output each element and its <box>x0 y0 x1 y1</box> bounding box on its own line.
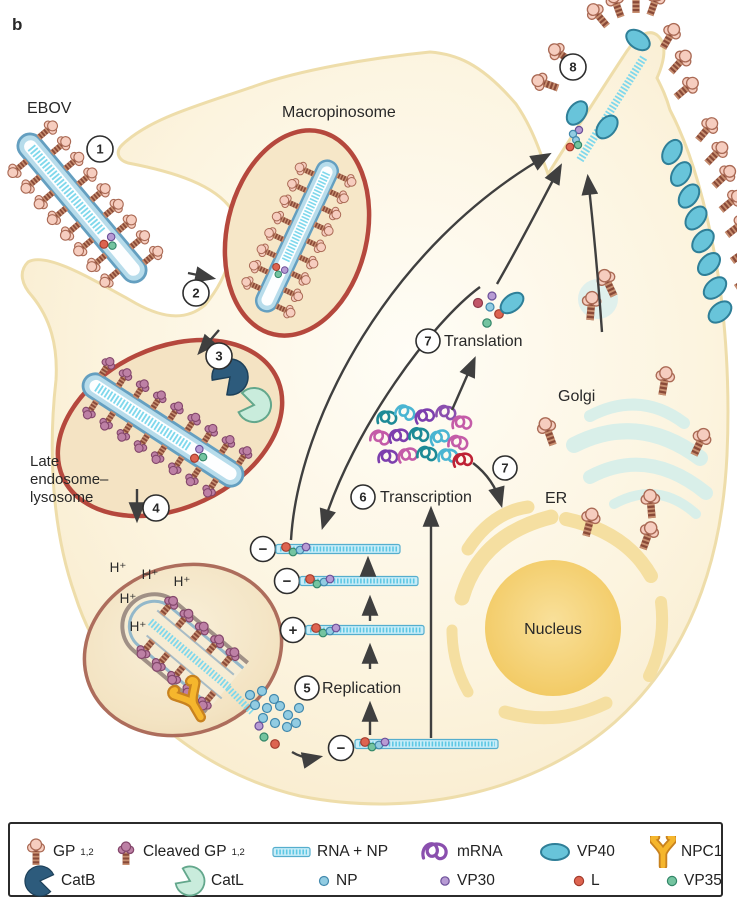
pathway-arrows <box>128 152 604 769</box>
step-8: 8 <box>569 60 576 75</box>
arrow-to-late-endosome <box>197 329 220 356</box>
np-icon <box>318 875 330 887</box>
budding-virion <box>529 0 702 163</box>
endoplasmic-reticulum <box>446 500 669 725</box>
vp40-icon <box>540 843 570 861</box>
catl-icon <box>174 865 206 897</box>
step-3: 3 <box>215 349 222 364</box>
transcription-label: Transcription <box>380 489 472 506</box>
arrow-proteins-to-genome <box>319 286 481 531</box>
legend-item-vp30: VP30 <box>438 866 495 896</box>
ebov-label: EBOV <box>27 100 72 117</box>
strand-sign: − <box>259 541 268 558</box>
arrow-golgi-up <box>581 173 604 333</box>
legend-item-np: NP <box>317 866 358 896</box>
late-endosome-label-1: Late <box>30 453 59 470</box>
arrow-rnp-release <box>291 750 324 769</box>
step-1: 1 <box>96 142 103 157</box>
strand-sign: − <box>337 740 346 757</box>
nucleus-label: Nucleus <box>524 621 582 638</box>
arrow-entry <box>187 266 217 283</box>
step-2: 2 <box>192 286 199 301</box>
step-7: 7 <box>424 334 431 349</box>
cleaved-gp-icon <box>117 841 135 865</box>
arrow-genome-to-budding <box>289 152 552 541</box>
legend-item-mrna: mRNA <box>420 837 503 867</box>
mrna-icon <box>421 842 448 861</box>
legend-item-l: L <box>572 866 600 896</box>
nucleus <box>485 560 621 696</box>
translated-proteins <box>472 291 525 328</box>
vp35-icon <box>666 875 678 887</box>
gp-icon <box>26 838 46 865</box>
replication-strands: − − + − <box>249 535 499 762</box>
arrow-proteins-to-budding <box>495 163 562 285</box>
late-endosome-label-3: lysosome <box>30 489 93 506</box>
replication-label: Replication <box>322 680 401 697</box>
legend-item-npc1: NPC1 <box>650 837 722 867</box>
hplus-label: H⁺ <box>130 619 147 634</box>
hplus-label: H⁺ <box>142 567 159 582</box>
translation-label: Translation <box>444 333 523 350</box>
legend-item-vp40: VP40 <box>538 837 615 867</box>
catl-enzyme <box>237 387 273 424</box>
legend-item-vp35: VP35 <box>665 866 722 896</box>
arrow-to-translation <box>450 356 476 411</box>
vp30-icon <box>440 876 450 886</box>
npc1-icon <box>650 836 676 868</box>
strand-sign: − <box>283 573 292 590</box>
step-6: 6 <box>359 490 366 505</box>
legend-item-catb: CatB <box>24 865 95 897</box>
panel-label: b <box>12 15 22 34</box>
hplus-label: H⁺ <box>174 574 191 589</box>
hplus-label: H⁺ <box>110 560 127 575</box>
golgi-label: Golgi <box>558 388 595 405</box>
er-label: ER <box>545 490 567 507</box>
macropinosome-label: Macropinosome <box>282 104 396 121</box>
vp40-membrane-chain <box>661 113 737 324</box>
macropinosome <box>222 128 372 338</box>
hplus-label: H⁺ <box>120 591 137 606</box>
rna-np-icon <box>272 846 311 858</box>
strand-sign: + <box>289 622 298 639</box>
arrow-gp-to-er <box>472 462 505 509</box>
step-5: 5 <box>303 681 310 696</box>
step-markers: 1 2 3 4 5 6 7 7 8 <box>86 53 587 701</box>
late-endosome-lysosome <box>55 337 285 519</box>
legend-item-catl: CatL <box>174 865 244 897</box>
catb-icon <box>24 865 55 897</box>
released-nucleocapsid <box>225 685 305 749</box>
legend-item-rna-np: RNA + NP <box>272 837 388 867</box>
step-4: 4 <box>152 501 160 516</box>
late-endosome-label-2: endosome– <box>30 471 109 488</box>
l-icon <box>573 875 585 887</box>
step-7b: 7 <box>501 461 508 476</box>
acidified-endosome: H⁺ H⁺ H⁺ H⁺ H⁺ <box>82 560 284 738</box>
